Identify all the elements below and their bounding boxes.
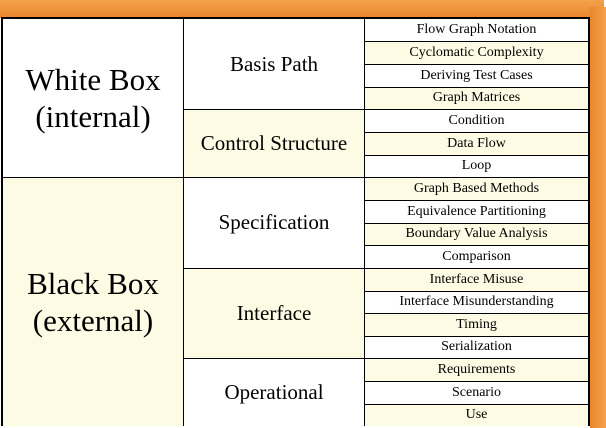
subcategory-control-structure: Control Structure — [184, 109, 365, 177]
frame-right-bar — [590, 7, 606, 428]
subcategory-divider — [184, 177, 365, 178]
item-deriving-test-cases: Deriving Test Cases — [365, 64, 588, 87]
item-requirements: Requirements — [365, 358, 588, 381]
item-graph-matrices: Graph Matrices — [365, 87, 588, 109]
item-divider — [365, 313, 588, 314]
item-divider — [365, 358, 588, 359]
category-name: Black Box — [27, 265, 159, 301]
category-black-box: Black Box (external) — [3, 177, 184, 426]
item-divider — [365, 336, 588, 337]
item-serialization: Serialization — [365, 336, 588, 358]
subcategory-divider — [184, 268, 365, 269]
item-use: Use — [365, 404, 588, 426]
category-white-box: White Box (internal) — [3, 19, 184, 177]
subcategory-divider — [184, 109, 365, 110]
category-name: White Box — [25, 62, 161, 97]
frame-top-bar — [0, 0, 604, 18]
item-condition: Condition — [365, 109, 588, 132]
item-divider — [365, 64, 588, 65]
item-cyclomatic-complexity: Cyclomatic Complexity — [365, 41, 588, 64]
item-divider — [365, 87, 588, 88]
category-detail: (internal) — [35, 99, 151, 134]
item-divider — [365, 200, 588, 201]
subcategory-specification: Specification — [184, 177, 365, 268]
subcategory-divider — [184, 358, 365, 359]
item-comparison: Comparison — [365, 245, 588, 268]
item-divider — [365, 381, 588, 382]
item-divider — [365, 223, 588, 224]
item-flow-graph-notation: Flow Graph Notation — [365, 19, 588, 41]
item-divider — [365, 404, 588, 405]
item-divider — [365, 268, 588, 269]
subcategory-interface: Interface — [184, 268, 365, 358]
category-detail: (external) — [32, 302, 154, 338]
item-scenario: Scenario — [365, 381, 588, 404]
category-divider — [3, 177, 184, 178]
item-divider — [365, 109, 588, 110]
item-interface-misunderstanding: Interface Misunderstanding — [365, 291, 588, 313]
item-divider — [365, 41, 588, 42]
item-boundary-value-analysis: Boundary Value Analysis — [365, 223, 588, 245]
item-divider — [365, 155, 588, 156]
item-graph-based-methods: Graph Based Methods — [365, 177, 588, 200]
item-divider — [365, 177, 588, 178]
subcategory-operational: Operational — [184, 358, 365, 426]
item-divider — [365, 245, 588, 246]
item-loop: Loop — [365, 155, 588, 177]
item-timing: Timing — [365, 313, 588, 336]
testing-taxonomy-table: White Box (internal) Black Box (external… — [1, 17, 590, 426]
item-divider — [365, 132, 588, 133]
item-data-flow: Data Flow — [365, 132, 588, 155]
item-equivalence-partitioning: Equivalence Partitioning — [365, 200, 588, 223]
subcategory-basis-path: Basis Path — [184, 19, 365, 109]
item-interface-misuse: Interface Misuse — [365, 268, 588, 291]
item-divider — [365, 291, 588, 292]
